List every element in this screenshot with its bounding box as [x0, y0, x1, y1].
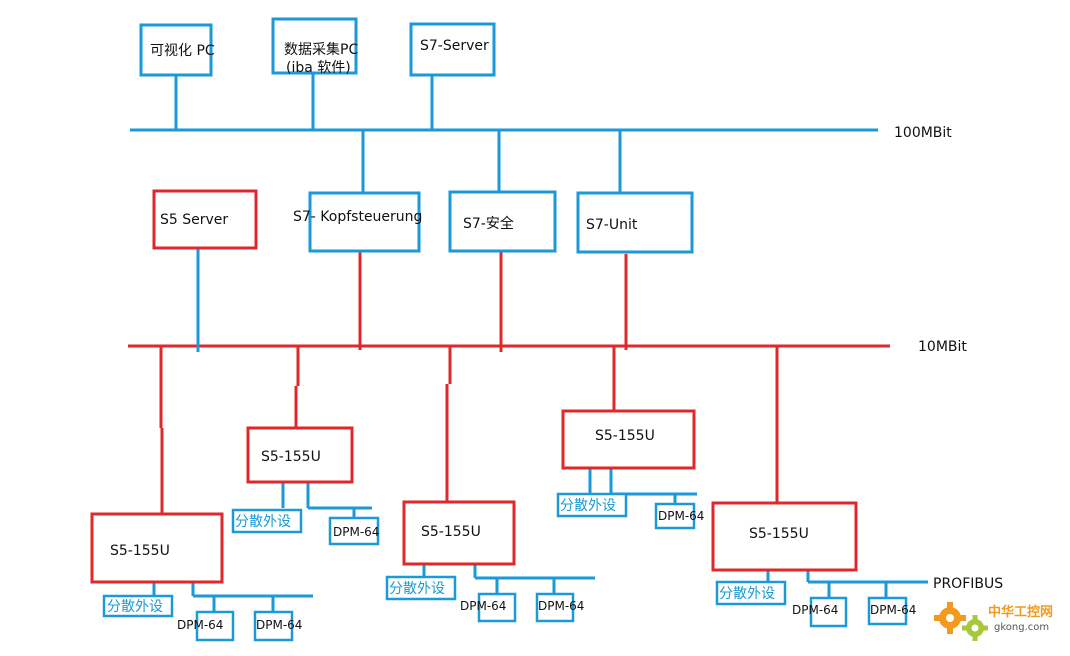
- watermark-brand: 中华工控网: [988, 604, 1053, 620]
- dpm-64-7: DPM-64: [792, 596, 848, 628]
- dpm-64-2-label: DPM-64: [256, 618, 302, 632]
- s7-unit-label: S7-Unit: [586, 217, 638, 233]
- distributed-io-3-label: 分散外设: [389, 581, 445, 597]
- dpm-64-6: DPM-64: [654, 502, 704, 530]
- s5-server-label: S5 Server: [160, 212, 228, 228]
- dpm-64-2: DPM-64: [253, 610, 302, 642]
- plc-s5-155u-3: S5-155U: [402, 500, 516, 566]
- dpm-64-4-label: DPM-64: [460, 599, 506, 613]
- s7-kopfsteuerung-label: S7- Kopfsteuerung: [293, 209, 422, 225]
- dpm-64-8: DPM-64: [867, 596, 916, 626]
- pc-s7-server: S7-Server: [409, 22, 496, 77]
- distributed-io-3: 分散外设: [385, 575, 457, 601]
- plc-s5-155u-1-label: S5-155U: [110, 543, 170, 559]
- profibus-label: PROFIBUS: [933, 576, 1003, 592]
- s7-safety-label: S7-安全: [463, 215, 514, 232]
- distributed-io-5: 分散外设: [715, 580, 787, 606]
- pc-visualization-label: 可视化 PC: [150, 43, 215, 59]
- plc-s5-155u-5: S5-155U: [711, 501, 858, 572]
- gear-icon: [934, 602, 988, 641]
- distributed-io-2: 分散外设: [231, 508, 303, 534]
- distributed-io-5-label: 分散外设: [719, 586, 775, 602]
- distributed-io-2-label: 分散外设: [235, 514, 291, 530]
- plc-s5-155u-2: S5-155U: [246, 426, 354, 484]
- bus-100mbit-label: 100MBit: [894, 125, 952, 141]
- dpm-64-8-label: DPM-64: [870, 603, 916, 617]
- plc-s5-155u-2-label: S5-155U: [261, 449, 321, 465]
- plc-s5-155u-1: S5-155U: [90, 512, 224, 584]
- distributed-io-1: 分散外设: [102, 594, 174, 618]
- distributed-io-1-label: 分散外设: [107, 599, 163, 615]
- distributed-io-4: 分散外设: [556, 492, 628, 518]
- plc-s5-155u-5-label: S5-155U: [749, 526, 809, 542]
- pc-data-acquisition-label-1: 数据采集PC: [284, 41, 358, 58]
- pc-data-acquisition: 数据采集PC (iba 软件): [271, 17, 358, 76]
- dpm-64-1-label: DPM-64: [177, 618, 223, 632]
- dpm-64-3: DPM-64: [328, 516, 379, 546]
- dpm-64-1: DPM-64: [177, 610, 235, 642]
- dpm-64-7-label: DPM-64: [792, 603, 838, 617]
- s7-safety: S7-安全: [448, 190, 557, 253]
- s7-kopfsteuerung: S7- Kopfsteuerung: [293, 191, 422, 253]
- bus-10mbit-label: 10MBit: [918, 339, 967, 355]
- s5-server: S5 Server: [152, 189, 258, 250]
- dpm-64-6-label: DPM-64: [658, 509, 704, 523]
- watermark-site: gkong.com: [994, 622, 1049, 633]
- watermark-logo: 中华工控网 gkong.com: [934, 602, 1053, 641]
- plc-s5-155u-4-label: S5-155U: [595, 428, 655, 444]
- distributed-io-4-label: 分散外设: [560, 498, 616, 514]
- dpm-64-3-label: DPM-64: [333, 525, 379, 539]
- bus-10mbit: [128, 252, 890, 514]
- s7-unit: S7-Unit: [576, 191, 694, 254]
- profibus-links: [152, 468, 928, 612]
- pc-s7-server-label: S7-Server: [420, 38, 489, 54]
- pc-visualization: 可视化 PC: [139, 23, 215, 77]
- dpm-64-5: DPM-64: [535, 592, 584, 623]
- dpm-64-5-label: DPM-64: [538, 599, 584, 613]
- plc-s5-155u-4: S5-155U: [561, 409, 696, 470]
- pc-data-acquisition-label-2: (iba 软件): [286, 60, 351, 76]
- dpm-64-4: DPM-64: [460, 592, 517, 623]
- plc-s5-155u-3-label: S5-155U: [421, 524, 481, 540]
- bus-100mbit: [130, 74, 878, 194]
